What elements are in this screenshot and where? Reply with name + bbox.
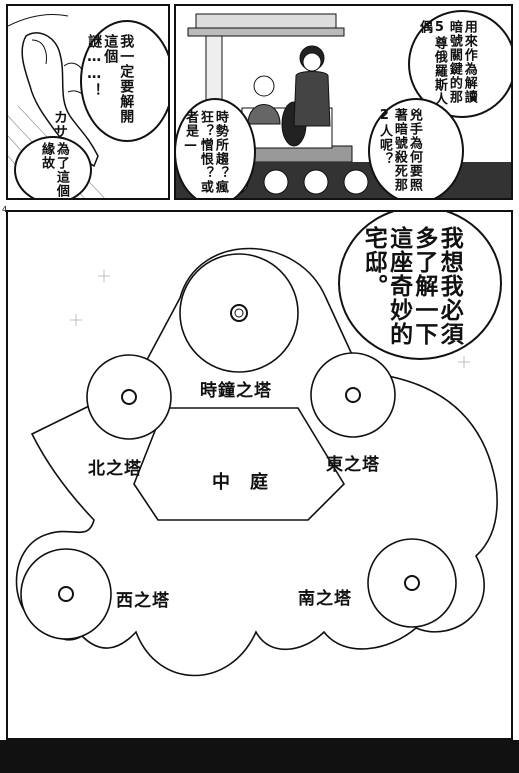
panel-hand: 我一定要解開這個謎……！ カサ… 為了這個緣故 bbox=[6, 4, 170, 200]
speech-bubble bbox=[80, 20, 168, 142]
north-tower bbox=[86, 354, 172, 440]
speech-bubble bbox=[14, 136, 92, 198]
speech-bubble bbox=[368, 98, 464, 198]
label-clock-tower: 時鐘之塔 bbox=[200, 381, 272, 401]
label-east-tower: 東之塔 bbox=[326, 455, 380, 475]
speech-text: 用來作為解讀暗號關鍵的那5尊俄羅斯人偶 bbox=[416, 20, 477, 106]
speech-bubble bbox=[338, 212, 502, 360]
label-west-tower: 西之塔 bbox=[116, 591, 170, 611]
panel-map: 我想我必須多了解一下這座奇妙的宅邸。 時鐘之塔 北之塔 東之塔 中 庭 西之塔 … bbox=[6, 210, 513, 740]
mansion-map bbox=[15, 247, 498, 677]
speech-bubble bbox=[176, 98, 256, 198]
clock-tower bbox=[179, 253, 299, 373]
label-courtyard: 中 庭 bbox=[212, 472, 269, 493]
label-south-tower: 南之塔 bbox=[298, 589, 352, 609]
east-tower bbox=[310, 352, 396, 438]
speech-text: 兇手為何要照著暗號殺死那2人呢？ bbox=[376, 108, 422, 192]
west-tower bbox=[20, 548, 112, 640]
speech-text: 為了這個緣故 bbox=[38, 142, 69, 198]
courtyard-outline bbox=[133, 407, 346, 521]
speech-text: 我想我必須多了解一下這座奇妙的宅邸。 bbox=[360, 226, 463, 346]
speech-text: 時勢所趨？瘋狂？憎恨？或者是— bbox=[182, 110, 228, 194]
page-number: 4 bbox=[2, 205, 8, 214]
label-north-tower: 北之塔 bbox=[88, 459, 142, 479]
speech-text: 我一定要解開這個謎……！ bbox=[86, 34, 135, 124]
south-tower bbox=[367, 538, 457, 628]
panel-characters: 用來作為解讀暗號關鍵的那5尊俄羅斯人偶 兇手為何要照著暗號殺死那2人呢？ 時勢所… bbox=[174, 4, 513, 200]
bottom-bar bbox=[0, 740, 519, 773]
